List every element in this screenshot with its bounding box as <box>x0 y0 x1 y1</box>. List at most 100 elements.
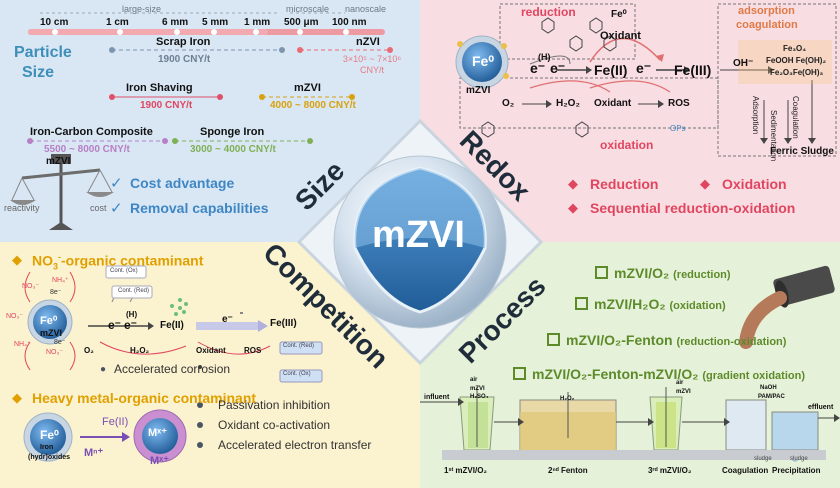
redox-e-3: e⁻ <box>636 60 652 76</box>
redox-bullet-reduction: Reduction <box>590 176 659 192</box>
comp-oxidant: Oxidant <box>196 346 226 355</box>
process-item-4: mZVI/O₂-Fenton-mZVI/O₂ (gradient oxidati… <box>532 366 805 382</box>
large-size-label: large-size <box>122 4 162 14</box>
flow-mzvi-2: mZVI <box>676 389 691 395</box>
redox-o2: O₂ <box>502 98 515 109</box>
flow-mzvi-1: mZVI <box>470 386 485 392</box>
comp-o2: O₂ <box>84 346 94 355</box>
redox-e-1: e⁻ <box>530 60 546 76</box>
reactor-3-icon <box>649 387 683 451</box>
flow-h2so4: H₂SO₄ <box>470 394 489 400</box>
comp-cont-red-top: Cont. (Red) <box>118 288 150 294</box>
flow-air-1: air <box>470 377 478 383</box>
side-coagulation: Coagulation <box>791 96 800 139</box>
comp-accel-dot: ● <box>100 364 107 375</box>
comp-mx: Mˣ⁺ <box>148 427 167 439</box>
iron-carbon-name: Iron-Carbon Composite <box>30 126 153 138</box>
flow-effluent: effluent <box>808 404 834 411</box>
comp-bullet-coactivation: Oxidant co-activation <box>218 418 331 432</box>
comp-fe3: Fe(III) <box>270 318 297 329</box>
tick-100nm: 100 nm <box>332 17 367 28</box>
comp-no3-3: NO₃⁻ <box>46 349 64 356</box>
redox-e-2: e⁻ <box>550 60 566 76</box>
microscale-label: microscale <box>286 4 330 14</box>
scrap-iron-price: 1900 CNY/t <box>158 54 211 65</box>
redox-h: (H) <box>538 52 551 62</box>
fe-species-1: Fe₃O₄ <box>783 44 807 53</box>
sponge-iron-price: 3000 ~ 4000 CNY/t <box>190 144 276 155</box>
comp-cont-ox: Cont. (Ox) <box>110 268 138 274</box>
process-item-3-main: mZVI/O₂-Fenton <box>566 332 673 348</box>
comp-bullet-icon-1: ◆ <box>12 252 22 267</box>
iron-carbon-price: 5500 ~ 8000 CNY/t <box>44 144 130 155</box>
adsorption-label: adsorption <box>738 5 795 17</box>
comp-e-3: e⁻ <box>222 314 233 325</box>
process-item-1-note: (reduction) <box>673 269 731 281</box>
process-drawings <box>420 265 840 462</box>
particle-size-label-2: Size <box>22 64 55 81</box>
redox-fe0-top: Fe⁰ <box>611 9 627 20</box>
comp-no3-1: NO₃⁻ <box>22 283 40 290</box>
center-label: mZVI <box>372 214 465 256</box>
comp-8e-2: 8e⁻ <box>54 339 66 346</box>
flow-unit-4: Coagulation <box>722 466 769 475</box>
flow-unit-3: 3ʳᵈ mZVI/O₂ <box>648 466 692 475</box>
redox-oxidant2: Oxidant <box>594 98 632 109</box>
comp-bullet-icon-2: ◆ <box>12 390 22 405</box>
nzvi-price: 3×10⁵ ~ 7×10⁶ CNY/t <box>342 54 402 75</box>
comp-title-2: Heavy metal-organic contaminant <box>32 390 257 406</box>
competition-quadrant <box>0 242 420 488</box>
redox-ros: ROS <box>668 98 690 109</box>
comp-iron-1: Iron <box>40 444 54 451</box>
balance-scale-icon <box>10 154 114 230</box>
comp-accelerated: Accelerated corrosion <box>114 362 231 376</box>
comp-bullet-passivation: Passivation inhibition <box>218 398 331 412</box>
nzvi-name: nZVI <box>356 36 380 48</box>
sponge-iron-name: Sponge Iron <box>200 126 265 138</box>
competition-drawings <box>23 265 323 463</box>
reactor-1-icon <box>459 387 495 451</box>
redox-bullet-oxidation: Oxidation <box>722 176 787 192</box>
flow-unit-5: Precipitation <box>772 466 821 475</box>
tick-1mm: 1 mm <box>244 17 271 28</box>
heavy-metal-particle-1-icon <box>23 412 73 462</box>
process-item-2-note: (oxidation) <box>669 300 726 312</box>
check-icon-2: ✓ <box>110 200 123 217</box>
comp-fe0-label: Fe⁰ <box>40 428 59 442</box>
comp-nh4-2: NH₄⁺ <box>14 341 31 348</box>
comp-particle-core: Fe⁰ <box>40 315 58 327</box>
comp-bullet-electron: Accelerated electron transfer <box>218 438 372 452</box>
tick-500um: 500 μm <box>284 17 319 28</box>
comp-e-1: e⁻ <box>108 318 122 332</box>
comp-ros: ROS <box>244 346 262 355</box>
reactor-2-icon <box>519 392 617 453</box>
removal-capabilities: Removal capabilities <box>130 200 269 216</box>
comp-title-1: NO3--organic contaminant <box>32 252 203 271</box>
flow-naoh: NaOH <box>760 385 777 391</box>
comp-title-1-sub: 3 <box>53 261 59 272</box>
tick-10cm: 10 cm <box>40 17 69 28</box>
redox-oxidant-top: Oxidant <box>600 30 641 42</box>
redox-particle-core: Fe⁰ <box>472 53 494 69</box>
comp-8e-1: 8e⁻ <box>50 289 62 296</box>
flow-h2o2: H₂O₂ <box>560 396 575 402</box>
process-item-4-main: mZVI/O₂-Fenton-mZVI/O₂ <box>532 366 699 382</box>
cost-advantage: Cost advantage <box>130 175 235 191</box>
process-item-3-note: (reduction-oxidation) <box>676 336 787 348</box>
balance-reactivity-label: reactivity <box>4 203 40 213</box>
oh-label: OH⁻ <box>733 58 754 69</box>
fe-species-2: FeOOH Fe(OH)₂ <box>766 56 826 65</box>
process-item-2: mZVI/H₂O₂ (oxidation) <box>594 296 726 312</box>
comp-fe2: Fe(II) <box>160 320 184 331</box>
comp-cont-red: Cont. (Red) <box>283 343 315 349</box>
redox-bullet-sequential: Sequential reduction-oxidation <box>590 200 796 216</box>
flow-influent: influent <box>424 394 450 401</box>
comp-fe2b: Fe(II) <box>102 416 129 428</box>
redox-particle-icon <box>455 35 509 89</box>
comp-iron-2: (hydr)oxides <box>28 454 71 461</box>
comp-h: (H) <box>126 310 138 319</box>
redox-bullet-icon-3: ◆ <box>568 200 578 215</box>
redox-bullet-icon-1: ◆ <box>568 176 578 191</box>
iron-shaving-name: Iron Shaving <box>126 82 193 94</box>
